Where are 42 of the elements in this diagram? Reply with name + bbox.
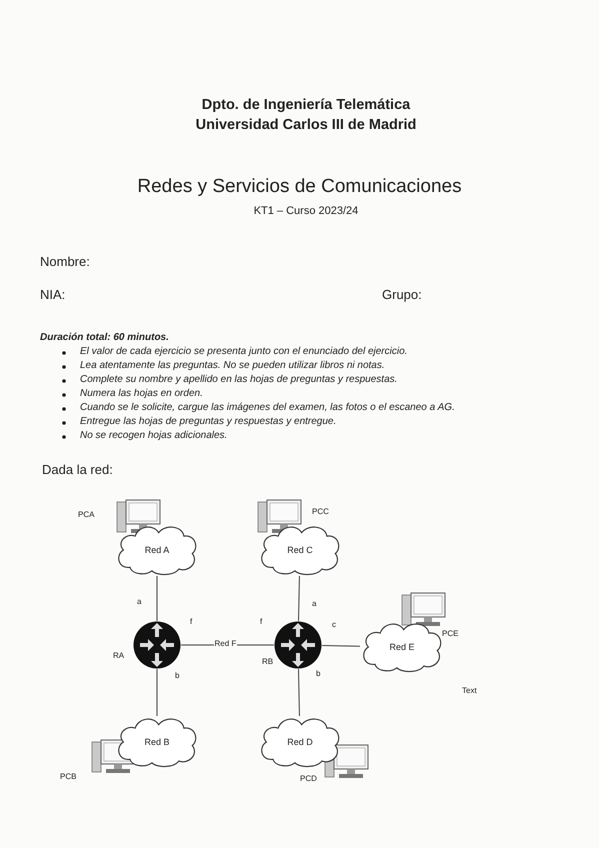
router-label: RB	[262, 657, 274, 666]
network-label: Red C	[286, 545, 314, 555]
diagram-label: a	[137, 597, 142, 606]
diagram-label: PCB	[60, 772, 76, 781]
network-link	[322, 644, 360, 647]
field-label: Dada la red:	[42, 462, 113, 477]
field-label: Grupo:	[382, 287, 422, 302]
instruction-text: Entregue las hojas de preguntas y respuestas y entregue.	[80, 416, 336, 427]
network-label: Red D	[286, 737, 314, 747]
diagram-label: c	[332, 620, 336, 629]
diagram-label: f	[190, 617, 192, 626]
field-label: NIA:	[40, 287, 66, 302]
diagram-label: PCA	[78, 510, 94, 519]
network-link	[156, 668, 158, 716]
network-link	[298, 576, 300, 622]
diagram-label: a	[312, 599, 316, 608]
instruction-text: No se recogen hojas adicionales.	[80, 430, 228, 441]
diagram-label: b	[316, 669, 320, 678]
page-title: Redes y Servicios de Comunicaciones	[136, 176, 463, 198]
router-label: RA	[113, 651, 124, 660]
diagram-label: PCC	[312, 507, 329, 516]
header-text: Universidad Carlos III de Madrid	[194, 117, 418, 133]
network-link	[156, 576, 158, 622]
edge-label: Red F	[214, 639, 238, 648]
network-label: Red B	[143, 737, 170, 747]
subtitle-text: KT1 – Curso 2023/24	[252, 205, 360, 217]
instruction-text: El valor de cada ejercicio se presenta junto con el enunciado del ejercicio.	[80, 346, 408, 357]
diagram-label: f	[260, 617, 262, 626]
network-link	[298, 668, 300, 716]
instruction-text: Cuando se le solicite, cargue las imágenes del examen, las fotos o el escaneo a AG.	[80, 402, 455, 413]
instruction-text: Lea atentamente las preguntas. No se pueden utilizar libros ni notas.	[80, 360, 385, 371]
field-label: Nombre:	[40, 254, 90, 269]
instruction-text: Numera las hojas en orden.	[80, 388, 203, 399]
diagram-label: b	[175, 671, 180, 680]
network-label: Red A	[144, 545, 170, 555]
instructions-heading: Duración total: 60 minutos.	[40, 332, 169, 343]
instruction-text: Complete su nombre y apellido en las hojas de preguntas y respuestas.	[80, 374, 398, 385]
network-label: Red E	[388, 642, 416, 652]
diagram-label: PCD	[300, 774, 317, 783]
header-text: Dpto. de Ingeniería Telemática	[200, 97, 412, 113]
diagram-label: PCE	[442, 629, 458, 638]
diagram-label: Text	[462, 686, 477, 695]
